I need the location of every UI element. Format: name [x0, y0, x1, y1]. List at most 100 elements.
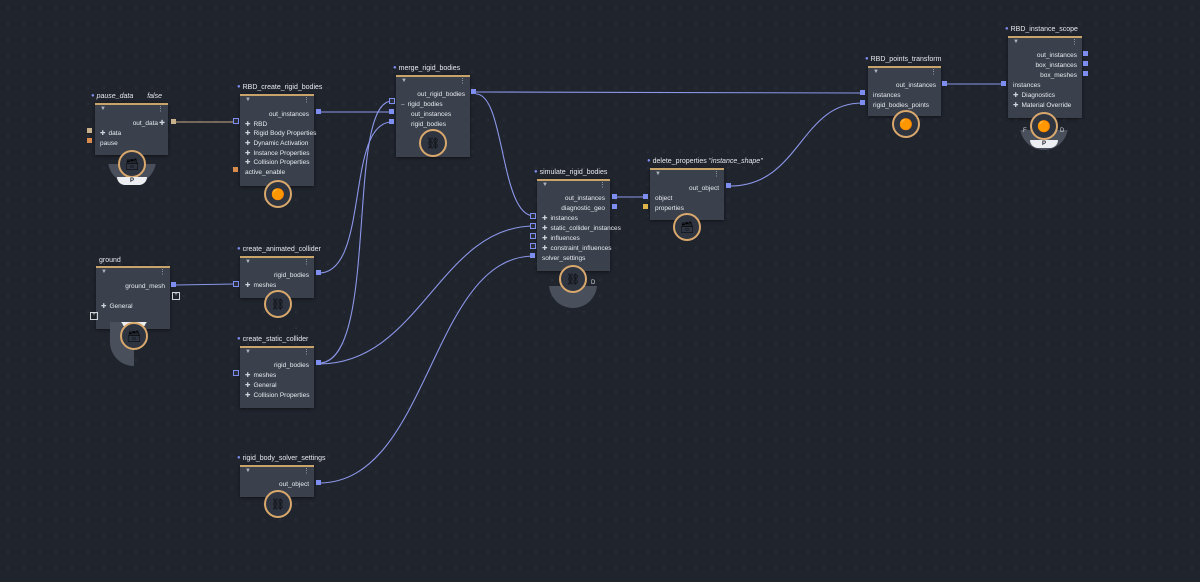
gauge-letter-p: P [130, 178, 135, 184]
kebab-menu-icon[interactable]: ⋮ [303, 97, 310, 104]
node-title-anim-collider: ●create_animated_collider [237, 246, 321, 253]
port-in-solver-settings[interactable] [530, 253, 535, 258]
node-merge-rigid-bodies[interactable]: ▼⋮ out_rigid_bodies –rigid_bodies out_in… [396, 75, 470, 157]
port-in-rigid-bodies-2[interactable] [389, 119, 394, 124]
port-in-object[interactable] [643, 194, 648, 199]
add-input-icon[interactable]: + [90, 312, 98, 320]
input-data: ✚data [100, 130, 122, 137]
output-out-instances: out_instances [564, 195, 605, 202]
node-rbd-create-rigid-bodies[interactable]: ▼⋮ out_instances ✚RBD ✚Rigid Body Proper… [240, 94, 317, 186]
port-out-object[interactable] [316, 480, 321, 485]
port-out-instances[interactable] [612, 194, 617, 199]
input-diagnostics: ✚Diagnostics [1013, 92, 1056, 99]
port-out-rigid-bodies[interactable] [316, 270, 321, 275]
rigid-bodies-icon: 🟠 [892, 110, 920, 138]
node-rbd-points-transform[interactable]: ▼⋮ out_instances instances rigid_bodies_… [868, 66, 941, 116]
port-out-diagnostic-geo[interactable] [612, 204, 617, 209]
port-in-properties[interactable] [643, 204, 648, 209]
port-in-instances[interactable] [1001, 81, 1006, 86]
node-title-merge: ●merge_rigid_bodies [393, 65, 461, 72]
port-in-rigid-bodies[interactable] [389, 98, 395, 104]
kebab-menu-icon[interactable]: ⋮ [157, 106, 164, 113]
output-out-rigid-bodies: out_rigid_bodies [417, 91, 465, 98]
input-meshes: ✚meshes [245, 372, 277, 379]
node-delete-properties[interactable]: ▼⋮ out_object object properties [650, 168, 724, 220]
port-in-constraint-influences[interactable] [530, 243, 536, 249]
data-icon: 🗃 [673, 213, 701, 241]
output-box-instances: box_instances [1035, 62, 1077, 69]
collapse-icon[interactable]: ▼ [245, 468, 251, 474]
collapse-icon[interactable]: ▼ [245, 259, 251, 265]
port-out-instances[interactable] [1083, 51, 1088, 56]
input-collision-properties: ✚Collision Properties [245, 392, 310, 399]
gauge-letter-p: P [1042, 141, 1047, 147]
port-out-instances[interactable] [942, 81, 947, 86]
port-in-influences[interactable] [530, 233, 536, 239]
collapse-icon[interactable]: ▼ [245, 349, 251, 355]
merge-bodies-icon: ⛓ [559, 265, 587, 293]
collapse-icon[interactable]: ▼ [873, 69, 879, 75]
input-properties: properties [655, 205, 684, 212]
port-in-instances[interactable] [860, 90, 865, 95]
kebab-menu-icon[interactable]: ⋮ [159, 269, 166, 276]
input-active-enable: active_enable [245, 169, 286, 176]
port-in-out-instances[interactable] [389, 109, 394, 114]
node-create-static-collider[interactable]: ▼ ⋮ rigid_bodies ✚meshes ✚General ✚Collis… [240, 346, 314, 408]
kebab-menu-icon[interactable]: ⋮ [930, 69, 937, 76]
port-in-static-collider-instances[interactable] [530, 223, 536, 229]
port-in-rbd[interactable] [233, 118, 239, 124]
add-output-icon[interactable]: + [172, 292, 180, 300]
port-in-meshes[interactable] [233, 281, 239, 287]
port-out-box-meshes[interactable] [1083, 71, 1088, 76]
port-out-rigid-bodies[interactable] [316, 360, 321, 365]
kebab-menu-icon[interactable]: ⋮ [713, 171, 720, 178]
output-rigid-bodies: rigid_bodies [273, 362, 309, 369]
input-rbd: ✚RBD [245, 121, 268, 128]
kebab-menu-icon[interactable]: ⋮ [303, 259, 310, 266]
kebab-menu-icon[interactable]: ⋮ [303, 349, 310, 356]
node-title-solver-settings: ●rigid_body_solver_settings [237, 455, 326, 462]
port-in-rigid-bodies-points[interactable] [860, 100, 865, 105]
output-out-object: out_object [279, 481, 309, 488]
input-general: ✚General [101, 303, 133, 310]
port-out-box-instances[interactable] [1083, 61, 1088, 66]
kebab-menu-icon[interactable]: ⋮ [1071, 39, 1078, 46]
output-out-object: out_object [689, 185, 719, 192]
input-general: ✚General [245, 382, 277, 389]
port-in-active-enable[interactable] [233, 167, 238, 172]
port-in-pause[interactable] [87, 138, 92, 143]
node-simulate-rigid-bodies[interactable]: ▼⋮ out_instances diagnostic_geo ✚instanc… [537, 179, 621, 271]
collapse-icon[interactable]: ▼ [100, 106, 106, 112]
kebab-menu-icon[interactable]: ⋮ [599, 182, 606, 189]
collapse-icon[interactable]: ▼ [101, 269, 107, 275]
port-in-meshes[interactable] [233, 370, 239, 376]
collapse-icon[interactable]: ▼ [1013, 39, 1019, 45]
kebab-menu-icon[interactable]: ⋮ [459, 78, 466, 85]
collapse-icon[interactable]: ▼ [542, 182, 548, 188]
data-icon: 🗃 [118, 150, 146, 178]
kebab-menu-icon[interactable]: ⋮ [303, 468, 310, 475]
input-collision-properties: ✚Collision Properties [245, 159, 310, 166]
input-constraint-influences: ✚constraint_influences [542, 245, 612, 252]
node-rbd-instance-scope[interactable]: ▼⋮ out_instances box_instances box_meshe… [1008, 36, 1082, 118]
collapse-icon[interactable]: ▼ [655, 171, 661, 177]
collapse-icon[interactable]: ▼ [401, 78, 407, 84]
node-title-rbd-create: ●RBD_create_rigid_bodies [237, 84, 323, 91]
port-out-data[interactable] [171, 119, 176, 124]
port-in-data[interactable] [87, 128, 92, 133]
merge-bodies-icon: ⛓ [264, 290, 292, 318]
input-instances: instances [1013, 82, 1041, 89]
port-out-object[interactable] [726, 183, 731, 188]
port-out-instances[interactable] [316, 109, 321, 114]
port-in-instances[interactable] [530, 213, 536, 219]
input-dynamic-activation: ✚Dynamic Activation [245, 140, 309, 147]
input-rigid-body-properties: ✚Rigid Body Properties [245, 130, 317, 137]
port-out-ground-mesh[interactable] [171, 282, 176, 287]
plus-icon[interactable]: ✚ [159, 120, 165, 127]
node-ground[interactable]: ▼⋮ ground_mesh ✚General [96, 266, 170, 329]
collapse-icon[interactable]: ▼ [245, 97, 251, 103]
port-out-rigid-bodies[interactable] [471, 89, 476, 94]
gauge-letter-d: D [151, 342, 156, 348]
